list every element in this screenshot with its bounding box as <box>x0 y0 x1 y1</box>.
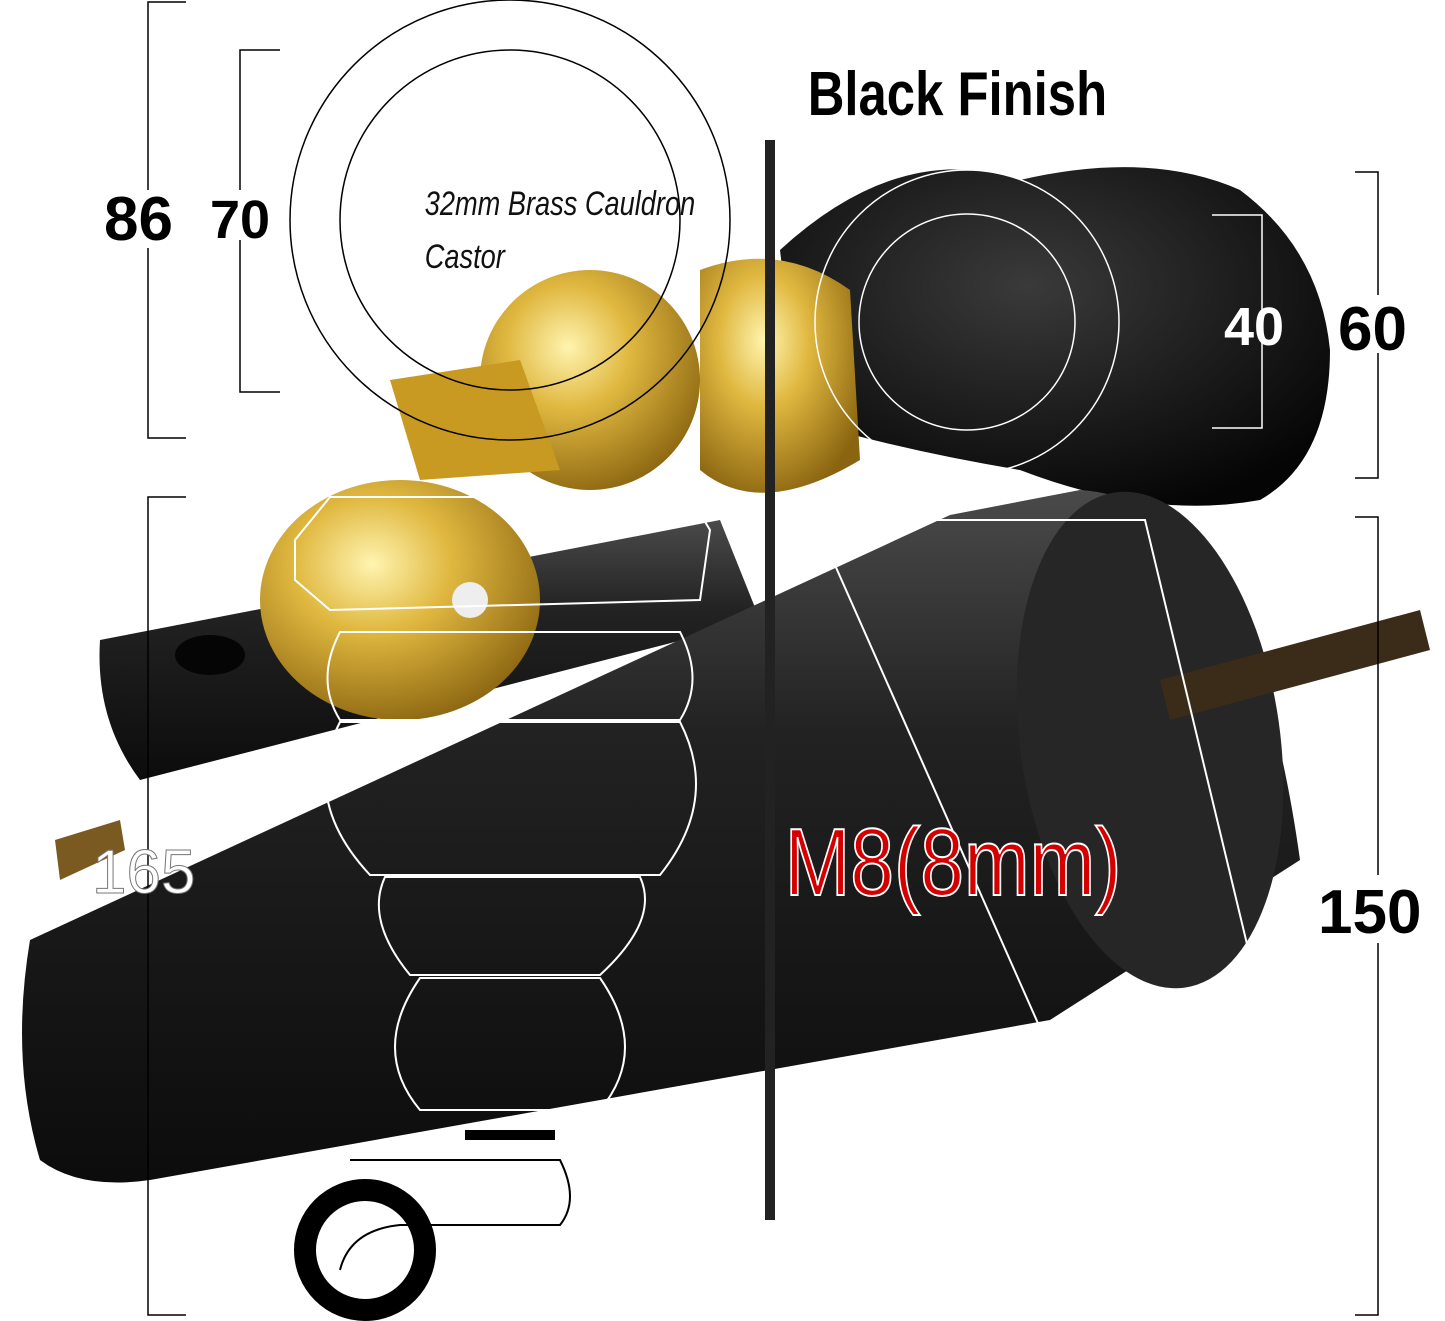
castor-wheel-diagram <box>294 1130 571 1321</box>
bun-inner-bracket <box>1212 214 1263 429</box>
dim-60: 60 <box>1338 295 1407 364</box>
dim-86: 86 <box>104 185 173 254</box>
thread-stud-left <box>55 820 125 880</box>
bun-foot <box>780 167 1330 506</box>
castor-label-line1: 32mm Brass Cauldron <box>425 184 695 223</box>
front-tapered-leg <box>22 490 1430 1183</box>
castor-leg-outline <box>294 496 712 1111</box>
castor-size-circles <box>289 0 731 441</box>
thread-stud-right <box>1160 610 1430 720</box>
dim-165: 165 <box>92 838 195 907</box>
dim-40: 40 <box>1224 297 1284 357</box>
finish-title: Black Finish <box>808 60 1107 129</box>
dim-70: 70 <box>210 190 270 250</box>
tapered-leg-outline <box>813 519 1337 1311</box>
bun-size-circles <box>814 169 1120 475</box>
thread-size-label: M8(8mm) <box>785 809 1122 916</box>
castor-label-line2: Castor <box>425 237 507 276</box>
dim-150: 150 <box>1318 878 1421 947</box>
